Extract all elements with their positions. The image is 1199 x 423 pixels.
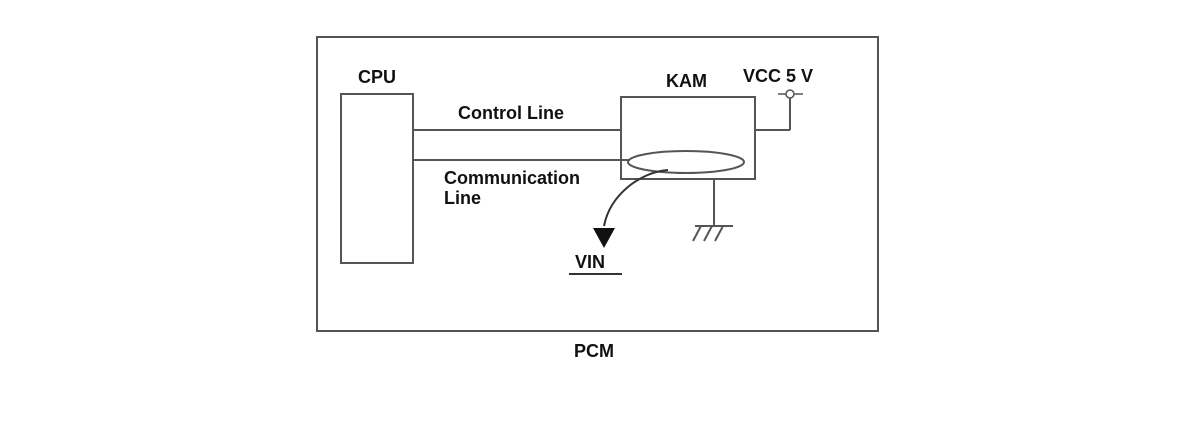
cpu-block [340,93,414,264]
cpu-label: CPU [358,67,397,87]
pcm-label: PCM [574,341,614,361]
ground-icon [692,225,733,242]
kam-label: KAM [666,71,707,91]
vin-curve [603,169,669,227]
kam-block [620,96,756,180]
vcc-label: VCC 5 V [743,66,814,86]
kam-ellipse [627,150,745,174]
control-line-label: Control Line [458,103,564,123]
vcc-terminal-icon [785,89,795,99]
communication-line-label: Communication Line [444,168,581,208]
pcm-box [316,36,879,332]
vin-arrowhead [593,228,615,248]
vin-label: VIN [575,252,606,272]
